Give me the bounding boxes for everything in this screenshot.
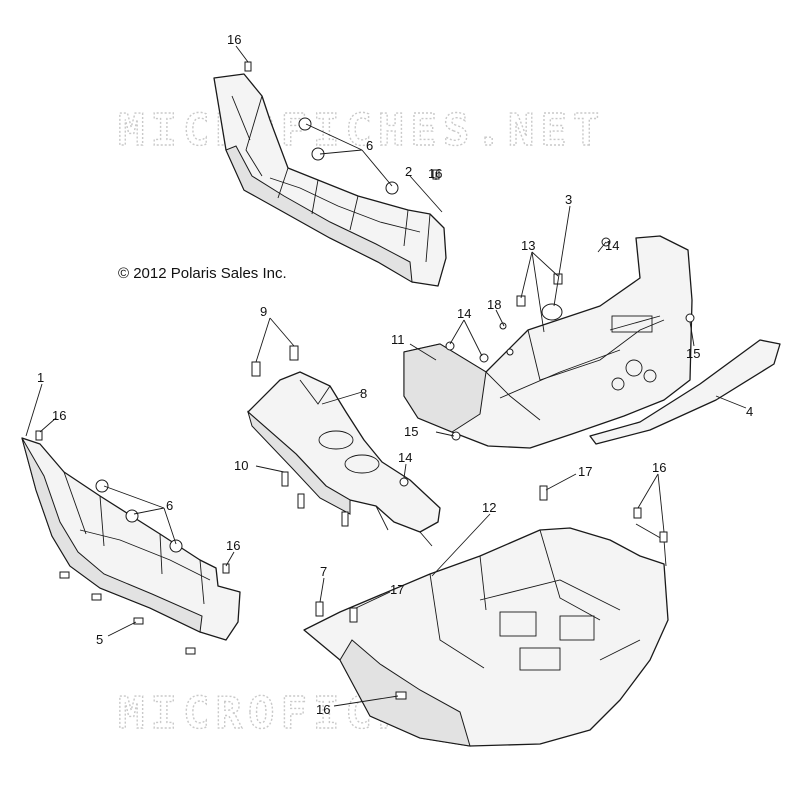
callout-16-a: 16 [227,32,241,47]
callout-16-e: 16 [226,538,240,553]
screw-10-c [341,511,349,527]
callout-17-b: 17 [390,582,404,597]
screw-17-b [539,485,548,501]
clip-16-g [395,691,407,700]
screw-17-a [349,607,358,623]
bolt-5-d [185,647,196,655]
bolt-5-b [91,593,102,601]
callout-16-c: 16 [52,408,66,423]
screw-14-d [399,477,409,487]
callout-2: 2 [405,164,412,179]
clip-16-c [35,430,43,441]
bolt-5-a [59,571,70,579]
floor-board-lower [21,437,241,641]
callout-16-f: 16 [316,702,330,717]
callout-17-a: 17 [578,464,592,479]
screw-10-b [297,493,305,509]
bolt-9-b [251,361,261,377]
clip-16-d [222,563,230,574]
grommet-3 [541,303,563,321]
push-rivet-6-d [95,479,109,493]
bolt-5-c [133,617,144,625]
callout-6-a: 6 [366,138,373,153]
callout-5: 5 [96,632,103,647]
callout-14-c: 14 [398,450,412,465]
callout-4: 4 [746,404,753,419]
callout-15-a: 15 [686,346,700,361]
clip-16-e [633,507,642,519]
callout-12: 12 [482,500,496,515]
clip-16-f [659,531,668,543]
screw-18-b [506,348,514,356]
screw-14-b [445,341,455,351]
callout-16-d: 16 [652,460,666,475]
callout-16-b: 16 [428,166,442,181]
seal-strip [589,339,781,445]
callout-labels: 16 6 16 2 3 13 14 9 14 18 11 15 8 1 16 4… [37,32,753,717]
push-rivet-6-a [298,117,312,131]
copyright-text: © 2012 Polaris Sales Inc. [118,265,287,282]
screw-10-a [281,471,289,487]
center-console [247,371,441,547]
watermark-top: MICROFICHES.NET [118,105,605,156]
callout-7: 7 [320,564,327,579]
screw-7 [315,601,324,617]
nut-15-a [685,313,695,323]
callout-11: 11 [391,332,405,347]
fasteners-console [251,345,409,527]
callout-15-b: 15 [404,424,418,439]
push-rivet-6-c [385,181,399,195]
callout-18: 18 [487,297,501,312]
clip-16-a [244,61,252,72]
callout-3: 3 [565,192,572,207]
callout-13: 13 [521,238,535,253]
bolt-9-a [289,345,299,361]
floor-board-upper [213,73,447,287]
callout-8: 8 [360,386,367,401]
leader-lines [25,45,747,707]
fasteners-lower [35,430,230,655]
callout-10: 10 [234,458,248,473]
callout-1: 1 [37,370,44,385]
plug-13-b [516,295,526,307]
callout-6-b: 6 [166,498,173,513]
push-rivet-6-f [169,539,183,553]
push-rivet-6-e [125,509,139,523]
fasteners-tub [315,485,668,700]
callout-14-b: 14 [457,306,471,321]
callout-14-a: 14 [605,238,619,253]
callout-9: 9 [260,304,267,319]
